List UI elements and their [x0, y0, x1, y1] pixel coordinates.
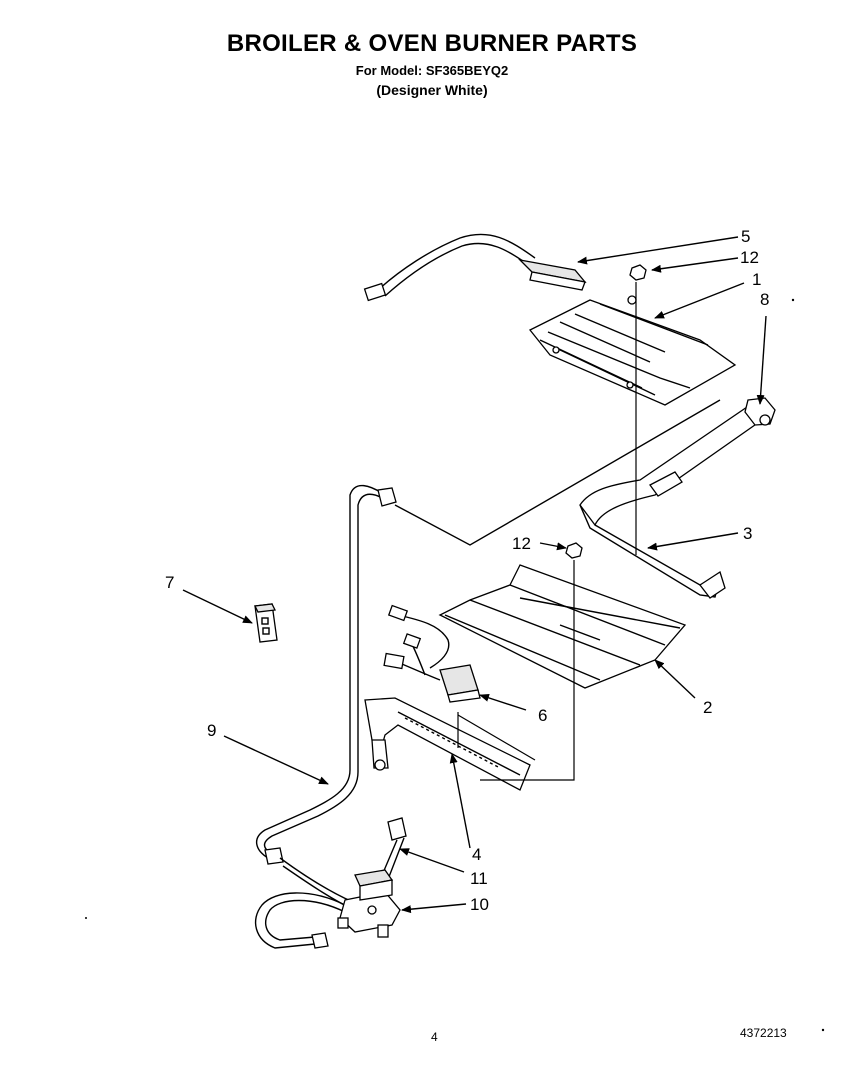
broiler-baffle-part — [528, 295, 737, 406]
upper-nut-part — [629, 264, 647, 281]
orifice-hood-part — [744, 397, 776, 426]
callout-6: 6 — [538, 706, 547, 725]
callout-5: 5 — [741, 227, 750, 246]
gas-tube-part — [256, 484, 397, 913]
callout-12-upper: 12 — [740, 248, 759, 267]
diagram-title: BROILER & OVEN BURNER PARTS — [226, 30, 638, 57]
leader-arrows — [182, 236, 767, 914]
callout-7: 7 — [165, 573, 174, 592]
callout-12-lower: 12 — [512, 534, 531, 553]
oven-igniter-part — [383, 604, 481, 703]
callout-8: 8 — [760, 290, 769, 309]
document-number: 4372213 — [740, 1026, 787, 1040]
oven-burner-part — [364, 697, 531, 791]
gas-valve-part — [337, 869, 401, 938]
callout-11: 11 — [470, 869, 488, 888]
callout-9: 9 — [207, 721, 216, 740]
callout-4: 4 — [472, 845, 481, 864]
callout-3: 3 — [743, 524, 752, 543]
callout-2: 2 — [703, 698, 712, 717]
relay-part — [254, 603, 278, 643]
broiler-igniter-part — [363, 233, 587, 302]
lower-nut-part — [565, 542, 583, 559]
broiler-burner-part — [579, 404, 763, 599]
guide-lines — [457, 282, 637, 781]
callout-10: 10 — [470, 895, 489, 914]
callout-1: 1 — [752, 270, 761, 289]
lower-gas-line-part — [254, 892, 346, 949]
page-number: 4 — [431, 1030, 438, 1044]
color-line: (Designer White) — [376, 82, 488, 98]
model-line: For Model: SF365BEYQ2 — [355, 63, 509, 78]
oven-baffle-part — [438, 564, 687, 689]
connector-line — [394, 399, 721, 546]
